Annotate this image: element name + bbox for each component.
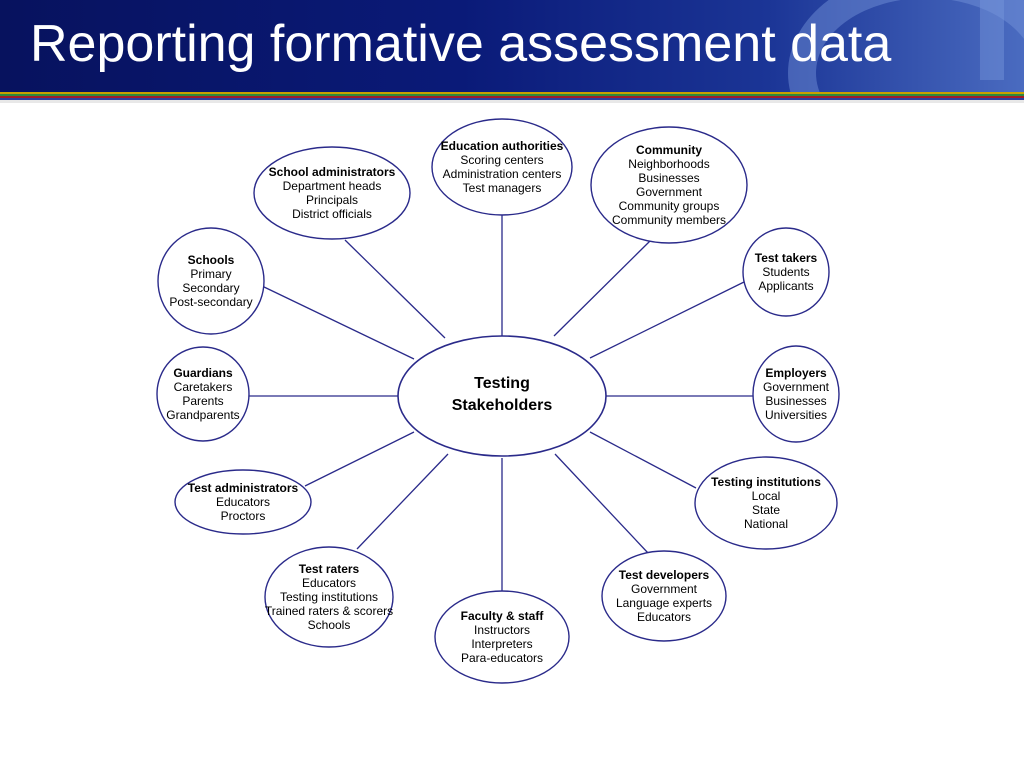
- node-title: School administrators: [269, 165, 396, 179]
- stripe-red: [0, 96, 1024, 98]
- center-node-label: Stakeholders: [452, 397, 553, 414]
- node-item: Community groups: [619, 199, 720, 213]
- node-item: Educators: [302, 576, 356, 590]
- node-item: Local: [752, 489, 781, 503]
- node-item: Neighborhoods: [628, 157, 709, 171]
- connector-test-takers: [589, 281, 745, 359]
- node-community: CommunityNeighborhoodsBusinessesGovernme…: [590, 126, 748, 244]
- node-item: Students: [762, 265, 809, 279]
- node-ellipse: [601, 550, 727, 642]
- node-ellipse: [174, 469, 312, 535]
- node-title: Test raters: [299, 562, 360, 576]
- node-item: Community members: [612, 213, 726, 227]
- node-item: Para-educators: [461, 651, 543, 665]
- stripe-blue: [0, 98, 1024, 100]
- node-item: Educators: [637, 610, 691, 624]
- node-title: Test takers: [755, 251, 818, 265]
- node-item: Interpreters: [471, 637, 532, 651]
- node-item: Universities: [765, 408, 827, 422]
- header-stripes: [0, 92, 1024, 103]
- connector-schools: [261, 285, 415, 360]
- node-item: Government: [763, 380, 830, 394]
- node-ellipse: [752, 345, 840, 443]
- node-title: Test administrators: [188, 481, 299, 495]
- node-title: Faculty & staff: [461, 609, 545, 623]
- center-node: [397, 335, 607, 457]
- node-title: Guardians: [173, 366, 233, 380]
- node-item: Educators: [216, 495, 270, 509]
- node-item: Testing institutions: [280, 590, 378, 604]
- node-faculty-staff: Faculty & staffInstructorsInterpretersPa…: [434, 590, 570, 684]
- connector-test-raters: [356, 453, 449, 550]
- node-item: Government: [636, 185, 703, 199]
- node-ellipse: [157, 227, 265, 335]
- node-title: Employers: [765, 366, 827, 380]
- node-item: Secondary: [182, 281, 239, 295]
- node-item: Grandparents: [166, 408, 239, 422]
- node-item: Proctors: [221, 509, 266, 523]
- node-item: Post-secondary: [169, 295, 252, 309]
- node-ellipse: [590, 126, 748, 244]
- connector-test-developers: [554, 453, 649, 554]
- node-ellipse: [264, 546, 394, 648]
- node-item: Principals: [306, 193, 358, 207]
- center-node-label: Testing: [474, 375, 530, 392]
- node-item: Instructors: [474, 623, 530, 637]
- node-ellipse: [253, 146, 411, 240]
- node-item: Language experts: [616, 596, 712, 610]
- node-item: National: [744, 517, 788, 531]
- node-item: State: [752, 503, 780, 517]
- node-employers: EmployersGovernmentBusinessesUniversitie…: [752, 345, 840, 443]
- node-title: Test developers: [619, 568, 710, 582]
- node-item: Government: [631, 582, 698, 596]
- node-item: Businesses: [765, 394, 826, 408]
- stripe-gold: [0, 92, 1024, 94]
- node-ellipse: [694, 456, 838, 550]
- node-item: Administration centers: [443, 167, 562, 181]
- connector-testing-institutions: [589, 431, 697, 489]
- node-item: Scoring centers: [460, 153, 543, 167]
- node-item: Parents: [182, 394, 223, 408]
- node-ellipse: [156, 346, 250, 442]
- node-ellipse: [742, 227, 830, 317]
- slide-title: Reporting formative assessment data: [30, 15, 892, 73]
- node-item: Primary: [190, 267, 231, 281]
- node-ellipse: [431, 118, 573, 216]
- node-item: Applicants: [758, 279, 813, 293]
- logo-bar-icon: [980, 0, 1004, 80]
- connector-test-administrators: [304, 431, 415, 487]
- slide-header: Reporting formative assessment data: [0, 0, 1024, 92]
- node-item: Trained raters & scorers: [265, 604, 393, 618]
- node-ellipse: [434, 590, 570, 684]
- connector-school-administrators: [344, 239, 446, 339]
- node-item: Schools: [308, 618, 351, 632]
- connector-community: [553, 240, 651, 337]
- node-item: District officials: [292, 207, 372, 221]
- node-title: Community: [636, 143, 702, 157]
- node-item: Businesses: [638, 171, 699, 185]
- node-title: Education authorities: [441, 139, 564, 153]
- node-item: Test managers: [463, 181, 542, 195]
- node-item: Department heads: [283, 179, 382, 193]
- stripe-green: [0, 94, 1024, 96]
- node-title: Schools: [188, 253, 235, 267]
- node-item: Caretakers: [174, 380, 233, 394]
- stripe-white: [0, 100, 1024, 103]
- node-title: Testing institutions: [711, 475, 821, 489]
